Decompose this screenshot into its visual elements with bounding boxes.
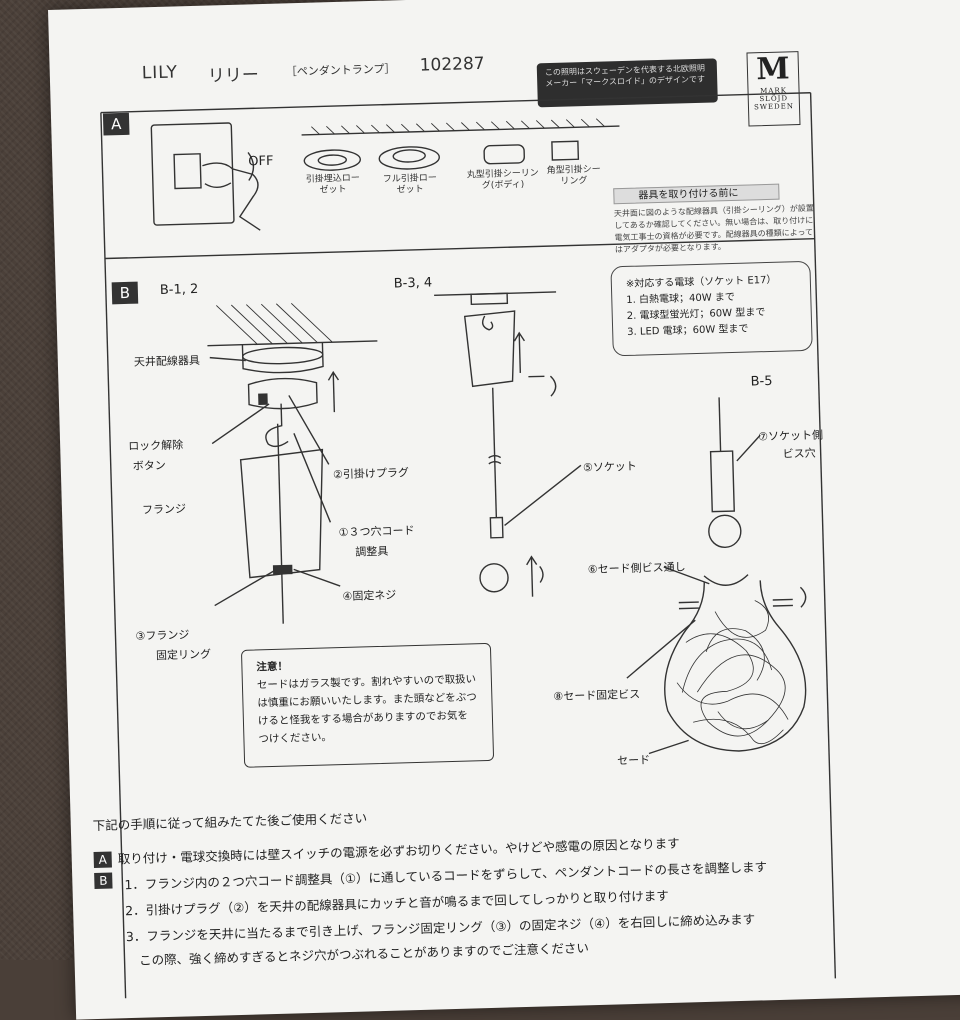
instruction-sheet: LILY リリー ［ペンダントランプ］ 102287 この照明はスウェーデンを代… [48,0,960,1020]
instruction-a-badge: A [94,852,112,868]
flange-install-drawing [206,301,385,626]
label-socket-hole-2: ビス穴 [782,445,815,462]
ceiling-fixture-types [304,141,579,172]
ceiling-type-label: フル引掛ローゼット [381,173,440,197]
label-cord-adjuster-2: 調整具 [355,543,388,560]
section-a-badge: A [103,113,130,136]
label-flange-ring-2: 固定リング [156,646,211,664]
label-hook-plug: ②引掛けプラグ [333,464,409,482]
label-lock-release-2: ボタン [133,457,166,474]
label-shade: セード [617,751,650,768]
bulb-spec-box: ※対応する電球（ソケット E17） 1. 白熱電球；40W まで 2. 電球型蛍… [610,261,812,357]
bulb-spec-item: 3. LED 電球；60W 型まで [627,320,797,341]
note-body: 天井面に図のような配線器具（引掛シーリング）が設置してあるか確認してください。無… [614,203,815,257]
label-socket-hole: ⑦ソケット側 [758,427,823,445]
label-shade-hole: ⑥セード側ビス通し [588,558,686,577]
label-lock-release: ロック解除 [128,436,183,454]
label-flange: フランジ [142,500,186,517]
ceiling-type-label: 引掛埋込ローゼット [305,173,362,197]
figure-b34-label: B-3, 4 [394,275,433,291]
socket-drawing [434,291,584,599]
caution-body: セードはガラス製です。割れやすいので取扱いは慎重にお願いいたします。また頭などを… [257,670,479,748]
label-socket: ⑤ソケット [583,458,637,475]
section-b-badge: B [112,282,139,305]
ceiling-type-label: 角型引掛シーリング [545,165,604,189]
figure-b5-label: B-5 [750,374,772,390]
ceiling-type-label: 丸型引掛シーリング(ボディ) [467,168,540,192]
label-shade-screw: ⑧セード固定ビス [553,686,640,704]
figure-b12-label: B-1, 2 [160,282,199,298]
off-label: OFF [248,154,274,170]
label-flange-ring: ③フランジ [135,626,189,643]
caution-box: 注意！ セードはガラス製です。割れやすいので取扱いは慎重にお願いいたします。また… [241,643,494,768]
label-cord-adjuster: ①３つ穴コード [338,522,414,540]
label-fix-screw: ④固定ネジ [342,587,396,604]
wall-switch-drawing [151,122,260,233]
instruction-b-row: B [94,872,118,889]
instruction-b-badge: B [94,873,112,889]
label-ceiling-fixture: 天井配線器具 [134,352,200,370]
